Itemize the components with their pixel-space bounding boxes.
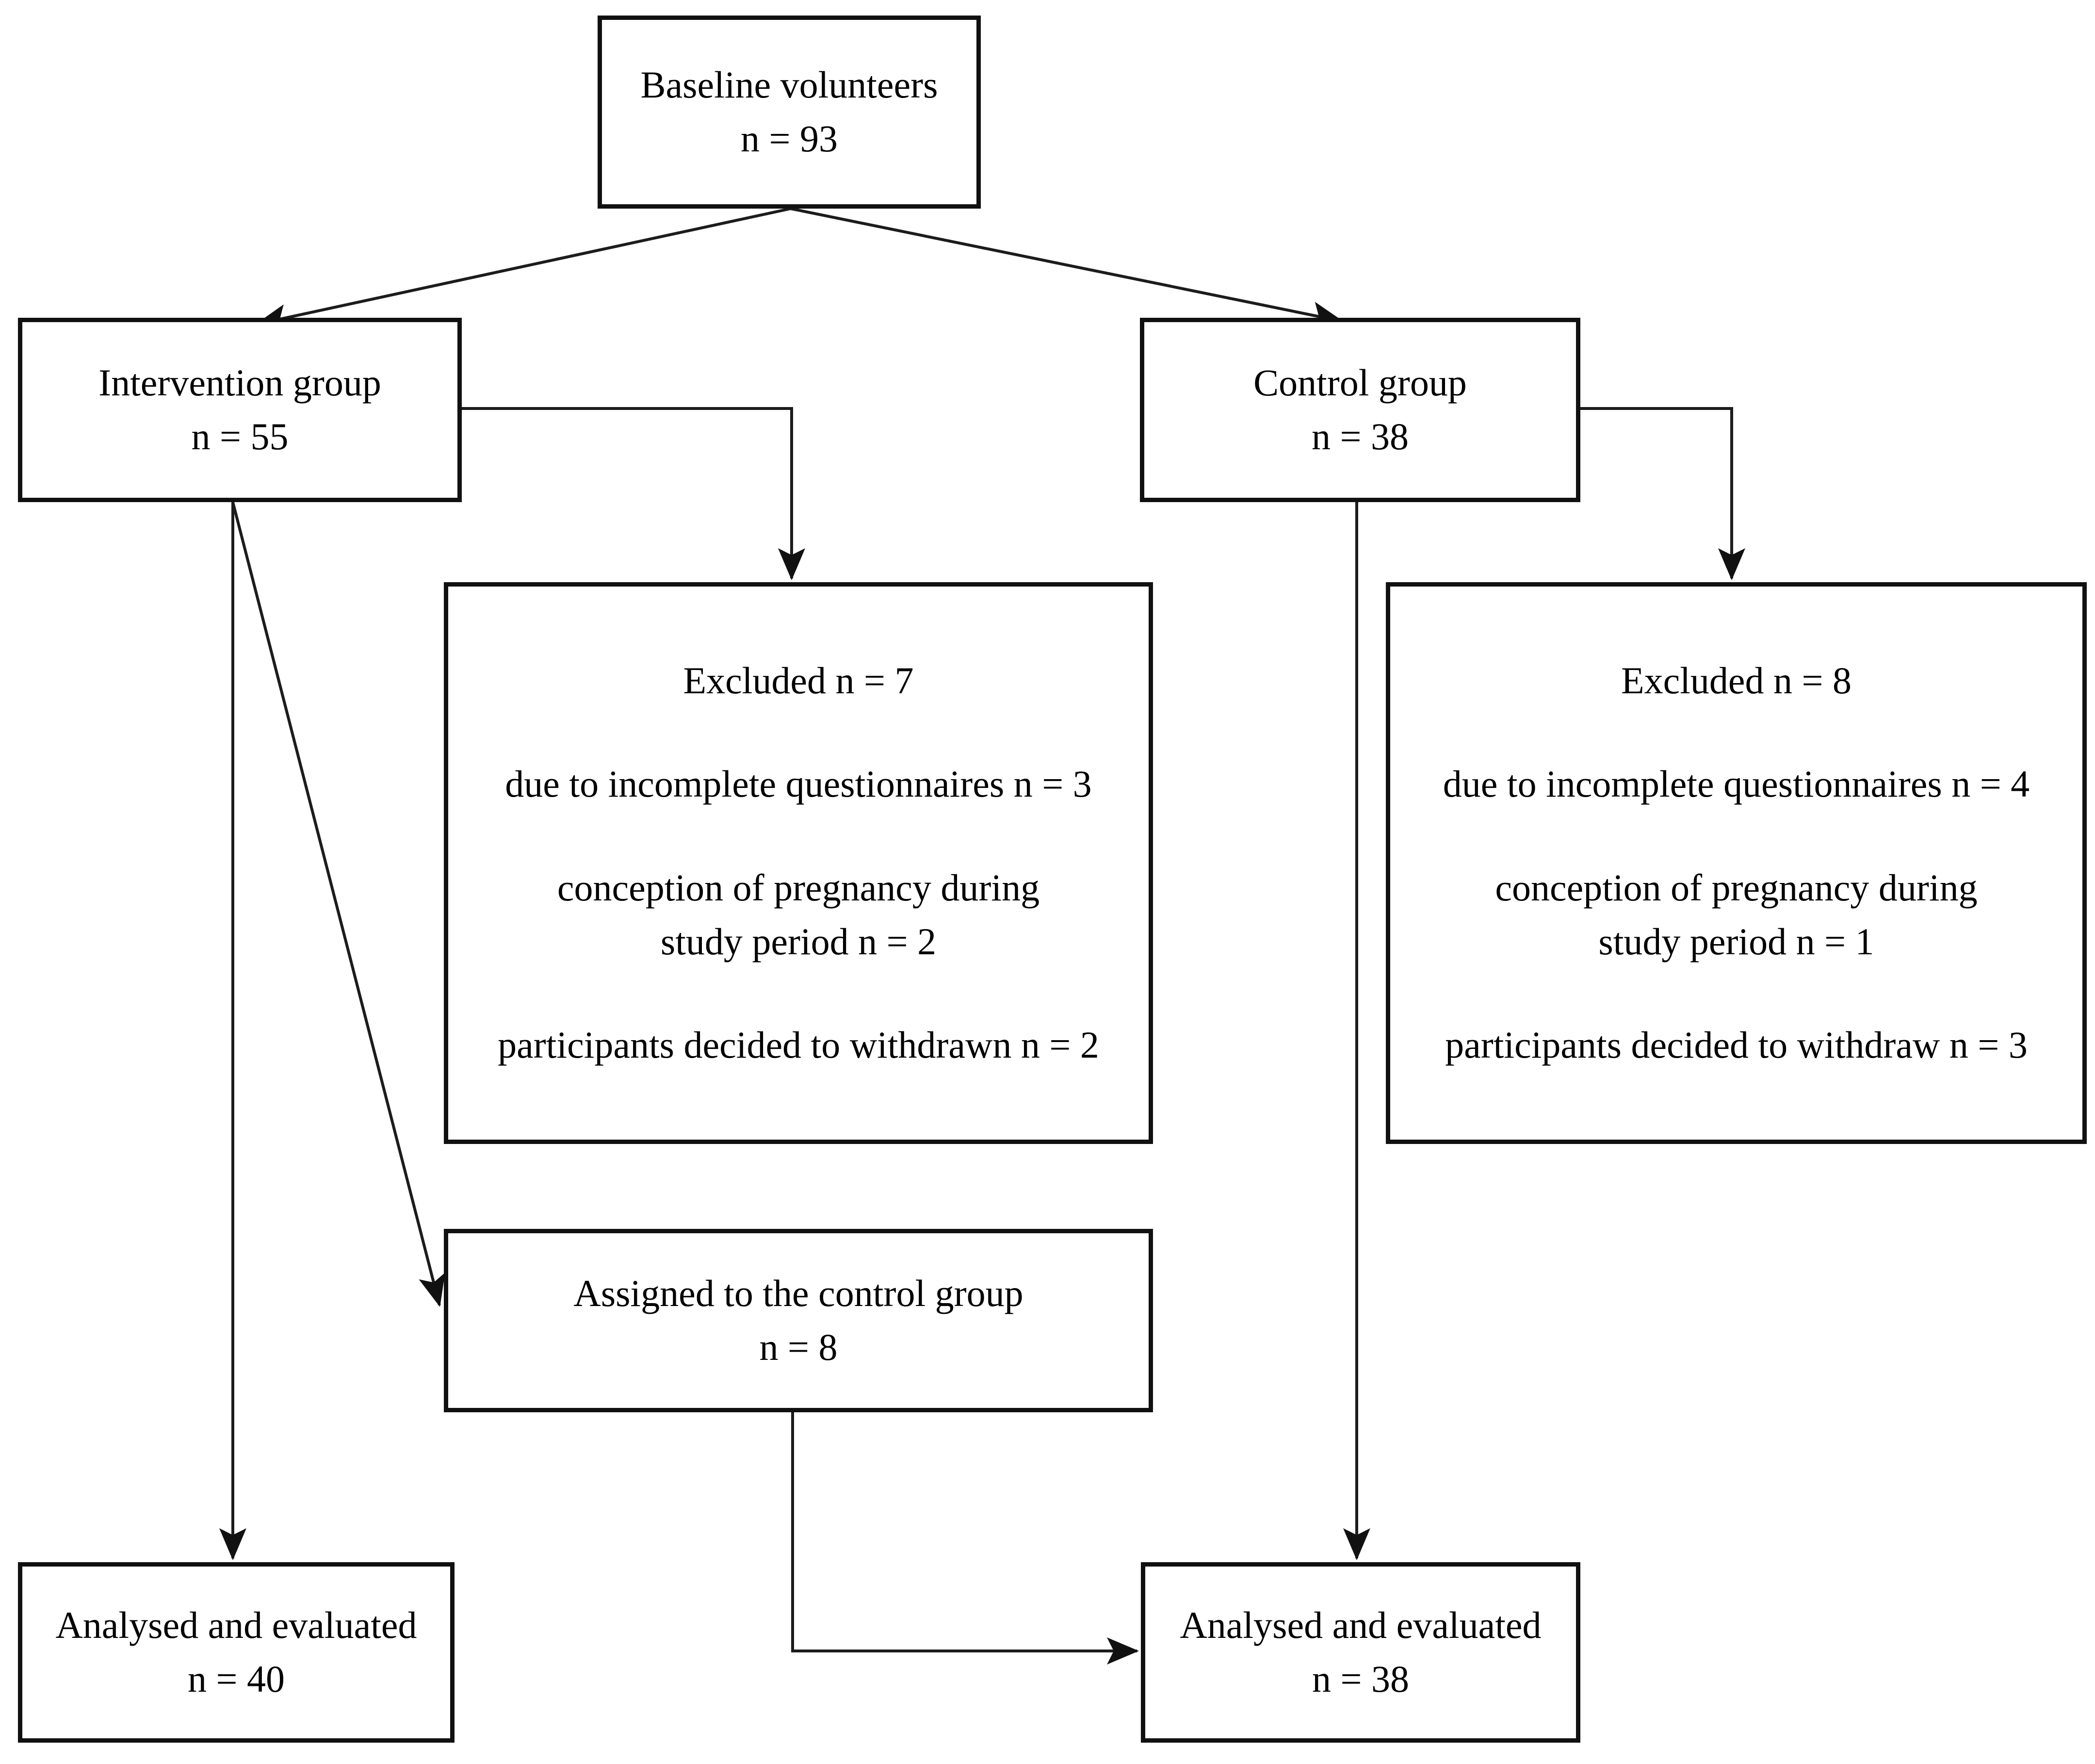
assigned-label: Assigned to the control group	[573, 1272, 1023, 1315]
control-group-box: Control group n = 38	[1140, 318, 1580, 502]
control-count: n = 38	[1312, 415, 1409, 457]
excluded-right-reason-withdraw: participants decided to withdraw n = 3	[1445, 1024, 2028, 1066]
excluded-right-reason-questionnaires: due to incomplete questionnaires n = 4	[1443, 763, 2030, 805]
intervention-group-box: Intervention group n = 55	[18, 318, 462, 502]
intervention-label: Intervention group	[98, 361, 381, 404]
analysed-control-box: Analysed and evaluated n = 38	[1141, 1562, 1580, 1743]
analysed-intervention-box: Analysed and evaluated n = 40	[18, 1562, 455, 1743]
assigned-count: n = 8	[759, 1326, 838, 1368]
connector-baseline-to-control	[790, 207, 1344, 329]
control-label: Control group	[1253, 361, 1467, 404]
excluded-left-title: Excluded n = 7	[683, 659, 914, 702]
intervention-count: n = 55	[191, 415, 289, 457]
connector-baseline-to-intervention	[255, 207, 791, 331]
excluded-left-reason-pregnancy-line2: study period n = 2	[660, 920, 937, 963]
baseline-count: n = 93	[741, 117, 838, 160]
excluded-left-reason-pregnancy: conception of pregnancy during study per…	[557, 861, 1039, 969]
excluded-right-reason-pregnancy-line2: study period n = 1	[1598, 920, 1874, 963]
excluded-right-title: Excluded n = 8	[1621, 659, 1852, 702]
connector-control-to-excluded	[1580, 407, 1745, 580]
analysed-left-label: Analysed and evaluated	[55, 1604, 417, 1647]
excluded-right-reason-pregnancy: conception of pregnancy during study per…	[1495, 861, 1977, 969]
excluded-left-reason-pregnancy-line1: conception of pregnancy during	[557, 866, 1040, 909]
excluded-right-reason-pregnancy-line1: conception of pregnancy during	[1495, 866, 1978, 909]
excluded-left-reason-withdrawn: participants decided to withdrawn n = 2	[498, 1024, 1099, 1066]
excluded-left-reason-questionnaires: due to incomplete questionnaires n = 3	[505, 763, 1092, 805]
baseline-label: Baseline volunteers	[640, 64, 938, 106]
connector-intervention-to-assigned	[231, 502, 445, 1307]
excluded-control-box: Excluded n = 8 due to incomplete questio…	[1386, 582, 2087, 1144]
assigned-to-control-box: Assigned to the control group n = 8	[444, 1229, 1153, 1412]
excluded-intervention-box: Excluded n = 7 due to incomplete questio…	[444, 582, 1153, 1144]
baseline-volunteers-box: Baseline volunteers n = 93	[598, 16, 981, 209]
analysed-right-label: Analysed and evaluated	[1180, 1604, 1542, 1647]
analysed-left-count: n = 40	[188, 1658, 285, 1700]
connector-intervention-to-excluded	[462, 407, 805, 580]
analysed-right-count: n = 38	[1312, 1658, 1409, 1700]
connector-assigned-to-analysed	[791, 1412, 1139, 1665]
